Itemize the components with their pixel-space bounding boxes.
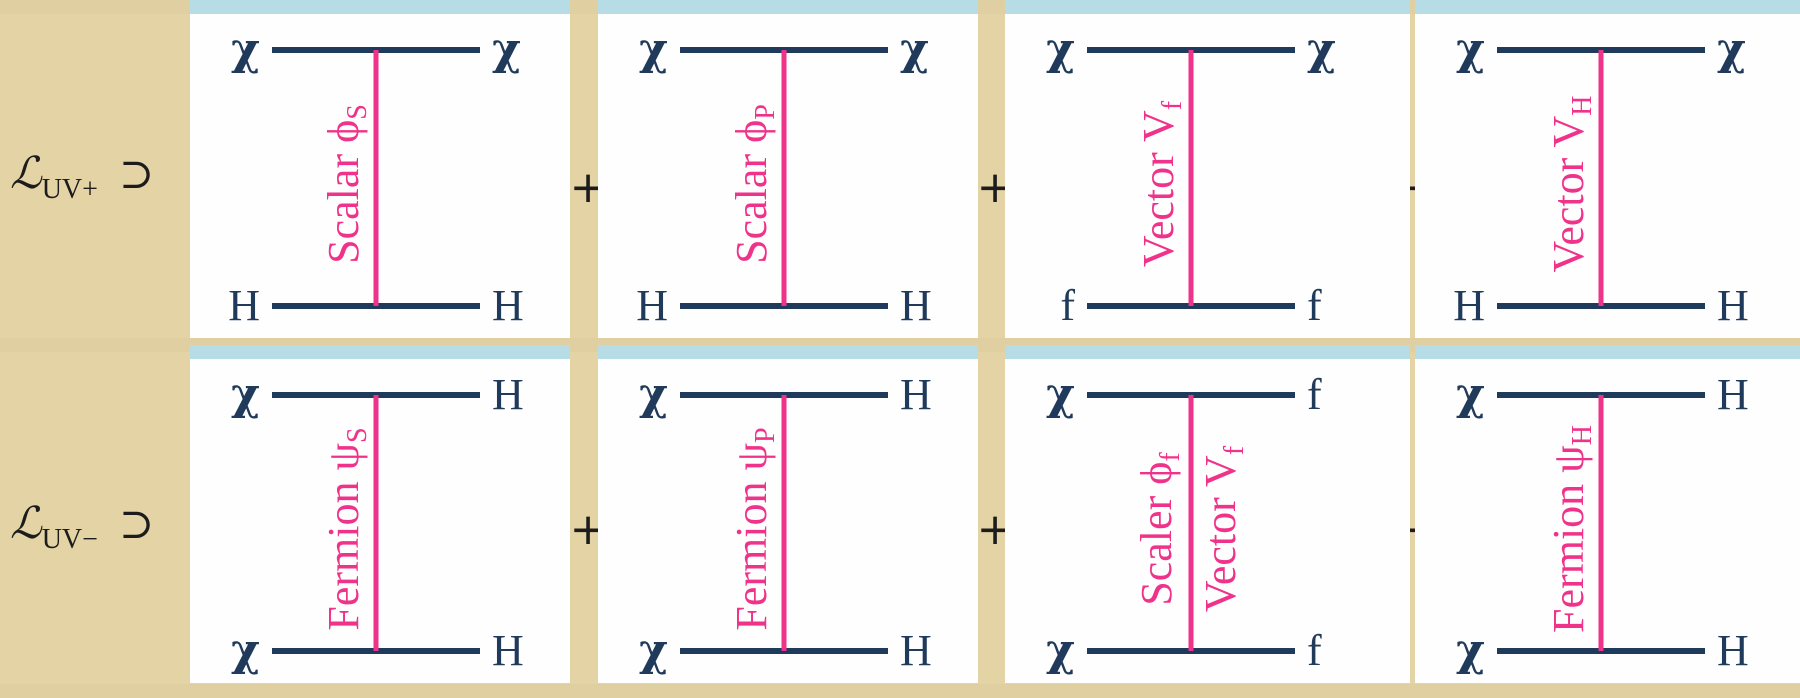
- bottom-strip: [0, 684, 1800, 698]
- lagrangian-subscript: UV−: [41, 524, 98, 555]
- propagator-name: Fermion ψ: [319, 443, 368, 631]
- propagator-label: Scaler ϕf: [1132, 452, 1186, 606]
- superset-symbol: ⊃: [118, 502, 155, 548]
- propagator-name: Vector V: [1544, 115, 1593, 272]
- particle-label-bottom-right: H: [492, 626, 524, 675]
- propagator-name: Scalar ϕ: [319, 120, 368, 264]
- particle-label-top-left: χ: [639, 24, 668, 75]
- propagator-subscript: H: [1567, 425, 1598, 445]
- feynman-diagram: χ χH H Scalar ϕP: [636, 24, 932, 330]
- propagator-subscript: P: [750, 427, 781, 443]
- lagrangian-symbol: ℒ: [10, 499, 42, 548]
- particle-label-top-left: χ: [1046, 369, 1075, 420]
- propagator-name: Vector V: [1196, 455, 1245, 612]
- particle-label-top-right: χ: [900, 24, 929, 75]
- propagator-subscript: S: [342, 104, 373, 120]
- particle-label-top-right: χ: [492, 24, 521, 75]
- propagator-name: Vector V: [1134, 110, 1183, 267]
- propagator-label: Vector VH: [1544, 95, 1598, 272]
- lagrangian-symbol: ℒ: [10, 149, 42, 198]
- propagator-subscript: H: [1567, 95, 1598, 115]
- particle-label-bottom-left: f: [1060, 281, 1075, 330]
- row-lagrangian-label: ℒUV− ⊃: [10, 498, 185, 556]
- lagrangian-subscript: UV+: [41, 174, 98, 205]
- particle-label-bottom-right: H: [900, 626, 932, 675]
- particle-label-bottom-right: H: [492, 281, 524, 330]
- particle-label-bottom-right: H: [1717, 626, 1749, 675]
- particle-label-bottom-left: H: [228, 281, 260, 330]
- propagator-name: Scalar ϕ: [727, 120, 776, 264]
- particle-label-top-left: χ: [1456, 369, 1485, 420]
- particle-label-bottom-left: χ: [231, 625, 260, 676]
- particle-label-bottom-right: f: [1307, 626, 1322, 675]
- propagator-name: Fermion ψ: [1544, 445, 1593, 633]
- particle-label-top-left: χ: [1046, 24, 1075, 75]
- propagator-name: Scaler ϕ: [1132, 462, 1181, 606]
- particle-label-top-right: χ: [1307, 24, 1336, 75]
- propagator-label: Fermion ψP: [727, 427, 781, 630]
- propagator-subscript: f: [1219, 445, 1250, 455]
- particle-label-top-right: H: [1717, 370, 1749, 419]
- particle-label-bottom-left: χ: [1046, 625, 1075, 676]
- propagator-label: Vector Vf: [1196, 445, 1250, 612]
- propagator-label: Scalar ϕS: [319, 104, 373, 264]
- particle-label-top-left: χ: [231, 369, 260, 420]
- particle-label-bottom-left: H: [636, 281, 668, 330]
- feynman-diagram: χ χH H Scalar ϕS: [228, 24, 524, 330]
- propagator-subscript: P: [750, 104, 781, 120]
- particle-label-bottom-left: χ: [1456, 625, 1485, 676]
- particle-label-top-left: χ: [1456, 24, 1485, 75]
- row-lagrangian-label: ℒUV+ ⊃: [10, 148, 185, 206]
- particle-label-top-right: H: [900, 370, 932, 419]
- particle-label-bottom-left: χ: [639, 625, 668, 676]
- particle-label-bottom-right: f: [1307, 281, 1322, 330]
- propagator-subscript: S: [342, 427, 373, 443]
- particle-label-top-right: f: [1307, 370, 1322, 419]
- propagator-subscript: f: [1155, 452, 1186, 462]
- particle-label-bottom-right: H: [900, 281, 932, 330]
- particle-label-top-right: H: [492, 370, 524, 419]
- propagator-subscript: f: [1157, 100, 1188, 110]
- propagator-label: Scalar ϕP: [727, 104, 781, 264]
- particle-label-top-left: χ: [639, 369, 668, 420]
- particle-label-top-left: χ: [231, 24, 260, 75]
- superset-symbol: ⊃: [118, 152, 155, 198]
- propagator-label: Fermion ψH: [1544, 425, 1598, 633]
- propagator-name: Fermion ψ: [727, 443, 776, 631]
- propagator-label: Fermion ψS: [319, 427, 373, 630]
- particle-label-bottom-left: H: [1453, 281, 1485, 330]
- particle-label-bottom-right: H: [1717, 281, 1749, 330]
- propagator-label: Vector Vf: [1134, 100, 1188, 267]
- particle-label-top-right: χ: [1717, 24, 1746, 75]
